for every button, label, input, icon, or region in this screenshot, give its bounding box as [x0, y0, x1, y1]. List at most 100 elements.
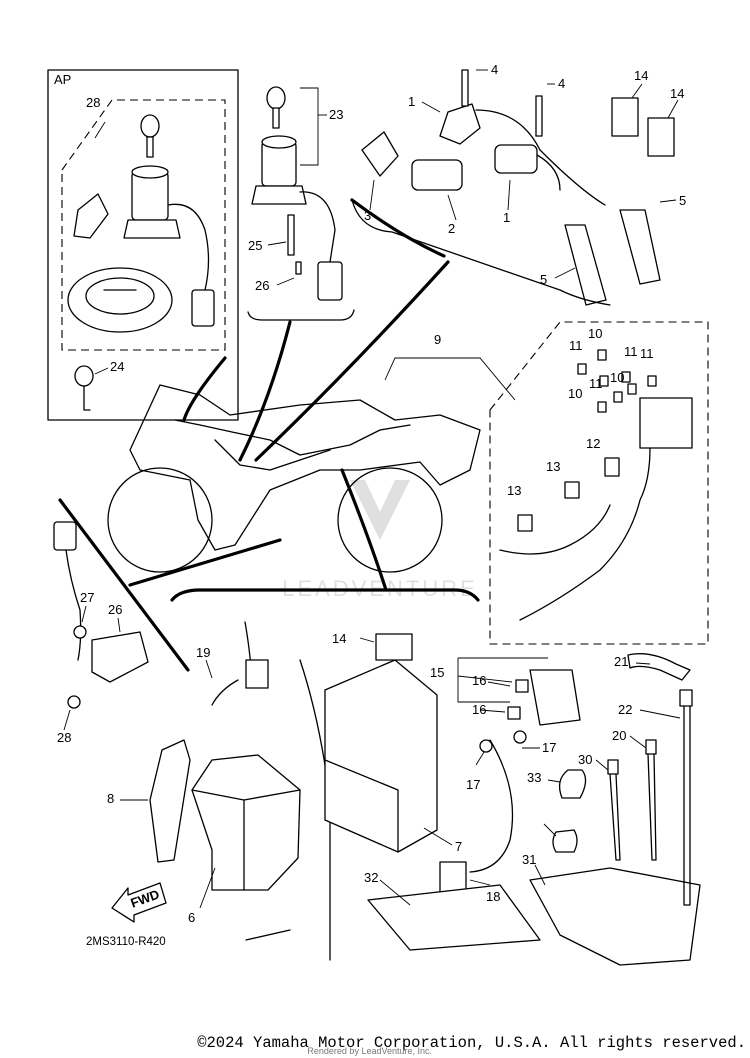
clamp-icon-22: [627, 653, 691, 681]
tie-head-icon-20: [645, 739, 657, 755]
main-switch-icon: [123, 165, 215, 327]
connector-icon-19: [245, 659, 269, 689]
callout-14-c: 14: [332, 631, 346, 646]
callout-13-a: 13: [546, 459, 560, 474]
coil-icon-2: [411, 159, 463, 191]
callout-5-a: 5: [540, 272, 547, 287]
callout-11-d: 11: [589, 376, 603, 391]
callout-10-a: 10: [588, 326, 602, 341]
callout-18: 18: [486, 889, 500, 904]
terminal-cover-icon-18: [439, 861, 467, 893]
fwd-arrow-icon: FWD: [111, 882, 167, 923]
relay-icon-14c: [375, 633, 413, 661]
relay-group-top: 14 14: [611, 68, 684, 157]
cap-icon-3: [361, 131, 399, 177]
bolt-icon-26a: [287, 214, 295, 256]
callout-11-c: 11: [640, 346, 654, 361]
callout-4-a: 4: [491, 62, 498, 77]
callout-17-a: 17: [466, 777, 480, 792]
callout-7: 7: [455, 839, 462, 854]
bolt-icon-26b: [295, 261, 302, 275]
callout-31: 32: [364, 870, 378, 885]
rendered-by-text: Rendered by LeadVenture, Inc.: [307, 1046, 432, 1056]
callout-24: 23: [329, 107, 343, 122]
callout-30: 31: [522, 852, 536, 867]
fuse-icons: [577, 349, 657, 413]
rear-wheel: [337, 467, 443, 573]
key-icon-25: [74, 365, 94, 411]
fuse-icon-16a: [515, 679, 529, 693]
callout-25: 24: [110, 359, 124, 374]
fuse-icon-16b: [507, 706, 521, 720]
drawing-code: 2MS3110-R420: [86, 936, 166, 948]
callout-26-b: 26: [255, 278, 269, 293]
callout-13-b: 13: [507, 483, 521, 498]
copyright-text: ©2024 Yamaha Motor Corporation, U.S.A. A…: [197, 1034, 746, 1052]
ap-kit-border: [47, 69, 239, 421]
callout-27: 26: [108, 602, 122, 617]
bolt-icon-17a: [479, 739, 493, 753]
group-line-sensor: [58, 498, 190, 672]
ap-kit-group: AP 28 24: [47, 69, 239, 421]
callout-16-b: 16: [472, 702, 486, 717]
fuse-box-icon: [639, 397, 693, 449]
callout-17-b: 17: [542, 740, 556, 755]
main-switch-kit-group: 23 25 26: [247, 86, 355, 321]
sensor-group: 27 26 28: [53, 521, 149, 745]
group-line-ap: [182, 356, 227, 422]
callout-5-b: 5: [679, 193, 686, 208]
ap-kit-label: AP: [54, 72, 71, 87]
relay-icon-14b: [647, 117, 675, 157]
bolt-icon-4b: [535, 95, 543, 137]
front-wheel: [107, 467, 213, 573]
key-icon-29: [140, 114, 160, 158]
connector-icon-13a: [564, 481, 580, 499]
battery-band-icon: [149, 739, 191, 863]
bolt-icon-17b: [513, 730, 527, 744]
callout-22: 21: [614, 654, 628, 669]
callout-28-a: 27: [80, 590, 94, 605]
group-line-coils: [254, 260, 450, 462]
group-line-switch: [238, 320, 292, 462]
tie-head-icon-23: [607, 759, 619, 775]
group-line-coils-top: [350, 198, 446, 258]
fuel-cap-icon: [67, 267, 173, 333]
bolt-icon-28a: [73, 625, 87, 639]
ignition-coil-icon-1a: [439, 103, 481, 145]
watermark: LEADVENTURE: [282, 480, 475, 601]
cable-tie-group: 21 22 20 30 33: [527, 653, 693, 906]
wire-harness-group: 9 10 11 11 11 10 11 10 12 13 13: [384, 321, 709, 645]
callout-1-a: 1: [408, 94, 415, 109]
callout-32: 33: [527, 770, 541, 785]
callout-29: 28: [86, 95, 100, 110]
connector-icon-12: [604, 457, 620, 477]
callout-19: 19: [196, 645, 210, 660]
callout-14-b: 14: [670, 86, 684, 101]
seat-lock-icon: [73, 193, 109, 239]
coupler-icon: [53, 521, 77, 551]
ignition-coil-group: 1 1 2 3 4 4 5 5: [351, 62, 686, 306]
callout-26-a: 25: [248, 238, 262, 253]
battery-cover-icon-7: [324, 659, 438, 853]
bolt-icon-4a: [461, 69, 469, 107]
starter-relay-icon-15: [529, 669, 581, 726]
callout-14-a: 14: [634, 68, 648, 83]
tie-head-icon-21: [679, 689, 693, 707]
key-icon-24: [266, 86, 286, 110]
group-bracket-battery: [170, 588, 480, 602]
callout-9: 9: [434, 332, 441, 347]
ignition-coil-icon-1b: [494, 144, 538, 174]
callout-15: 15: [430, 665, 444, 680]
group-line-sensor-b: [128, 538, 282, 587]
battery-icon: [191, 754, 301, 891]
bolt-icon-28b: [67, 695, 81, 709]
callout-11-b: 11: [624, 344, 638, 359]
callout-2: 2: [448, 221, 455, 236]
harness-dashed-outline: [489, 321, 709, 645]
callout-28-b: 28: [57, 730, 71, 745]
callout-8: 8: [107, 791, 114, 806]
callout-21: 22: [618, 702, 632, 717]
callout-16-a: 16: [472, 673, 486, 688]
clamp-icon-33: [552, 829, 578, 853]
